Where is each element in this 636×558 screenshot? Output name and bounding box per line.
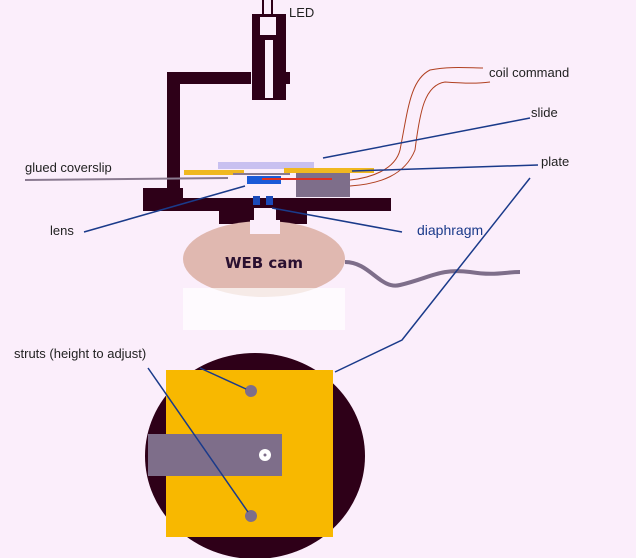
webcam-shadow — [183, 288, 345, 330]
leader-lines — [83, 117, 539, 513]
led — [252, 0, 286, 100]
coverslip-left — [184, 170, 244, 175]
webcam-neck — [250, 220, 280, 234]
lens-label: lens — [50, 223, 74, 238]
diaphragm-left — [253, 196, 260, 205]
coil-block — [296, 173, 350, 197]
glued-coverslip-label: glued coverslip — [25, 160, 112, 175]
slide-label: slide — [531, 105, 558, 120]
struts-label: struts (height to adjust) — [14, 346, 146, 361]
coil-wire — [349, 67, 484, 181]
webcam-cable — [344, 260, 521, 288]
plate — [284, 168, 374, 173]
coverslip-leader — [24, 177, 229, 181]
coil-command-label: coil command — [489, 65, 569, 80]
slide — [218, 162, 314, 169]
webcam-label: WEB cam — [225, 254, 303, 272]
strut-top — [245, 385, 257, 397]
strut-bottom — [245, 510, 257, 522]
diaphragm-label: diaphragm — [417, 222, 483, 238]
coil-wire — [349, 81, 491, 187]
webcam — [183, 221, 345, 297]
plate-label: plate — [541, 154, 569, 169]
diaphragm-right — [266, 196, 273, 205]
led-label: LED — [289, 5, 314, 20]
